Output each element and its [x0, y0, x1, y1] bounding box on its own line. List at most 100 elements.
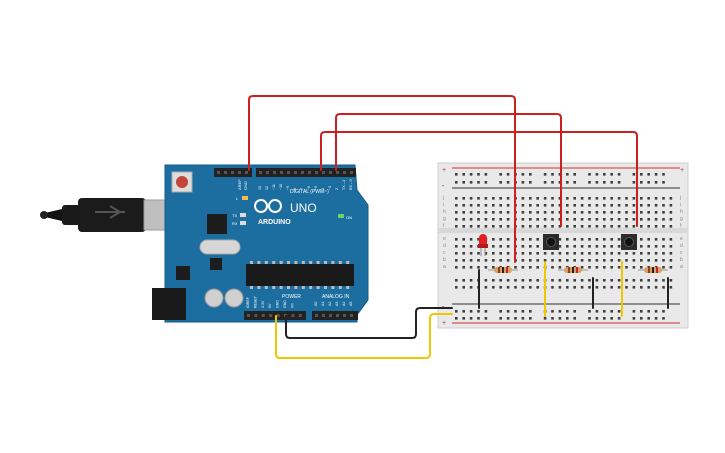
breadboard-hole[interactable]: [529, 310, 532, 313]
breadboard-hole[interactable]: [588, 286, 591, 289]
breadboard-hole[interactable]: [654, 259, 658, 262]
breadboard-hole[interactable]: [469, 211, 473, 214]
breadboard-hole[interactable]: [506, 173, 510, 176]
breadboard-hole[interactable]: [536, 266, 539, 269]
breadboard-hole[interactable]: [595, 286, 599, 289]
breadboard-hole[interactable]: [625, 286, 628, 289]
breadboard-hole[interactable]: [566, 218, 569, 221]
breadboard-hole[interactable]: [617, 286, 621, 289]
breadboard-hole[interactable]: [551, 279, 554, 282]
breadboard-hole[interactable]: [469, 310, 473, 313]
breadboard-hole[interactable]: [455, 197, 458, 200]
breadboard-hole[interactable]: [610, 238, 613, 241]
breadboard-hole[interactable]: [610, 317, 613, 320]
breadboard-hole[interactable]: [595, 252, 599, 255]
breadboard-hole[interactable]: [529, 279, 532, 282]
breadboard-hole[interactable]: [588, 173, 591, 176]
breadboard-hole[interactable]: [529, 218, 532, 221]
breadboard-hole[interactable]: [566, 259, 569, 262]
breadboard-hole[interactable]: [492, 286, 495, 289]
breadboard-hole[interactable]: [558, 238, 562, 241]
breadboard-hole[interactable]: [492, 279, 495, 282]
breadboard-hole[interactable]: [647, 197, 650, 200]
breadboard-hole[interactable]: [647, 245, 650, 248]
header-hole[interactable]: [308, 171, 311, 174]
breadboard-hole[interactable]: [566, 197, 569, 200]
breadboard-hole[interactable]: [558, 310, 562, 313]
breadboard-hole[interactable]: [462, 173, 465, 176]
breadboard-hole[interactable]: [617, 279, 621, 282]
reset-button-cap[interactable]: [176, 176, 188, 188]
header-hole[interactable]: [269, 314, 273, 317]
breadboard-hole[interactable]: [632, 286, 636, 289]
breadboard-hole[interactable]: [566, 286, 569, 289]
breadboard-hole[interactable]: [484, 197, 488, 200]
breadboard-hole[interactable]: [455, 211, 458, 214]
breadboard-hole[interactable]: [617, 317, 621, 320]
breadboard-hole[interactable]: [499, 279, 502, 282]
breadboard-hole[interactable]: [551, 225, 554, 228]
breadboard-hole[interactable]: [514, 279, 517, 282]
breadboard-hole[interactable]: [558, 279, 562, 282]
breadboard-hole[interactable]: [625, 225, 628, 228]
breadboard-hole[interactable]: [455, 238, 458, 241]
breadboard-hole[interactable]: [521, 252, 525, 255]
breadboard-hole[interactable]: [566, 279, 569, 282]
breadboard-hole[interactable]: [543, 181, 547, 184]
breadboard-hole[interactable]: [499, 238, 502, 241]
breadboard-hole[interactable]: [669, 259, 673, 262]
breadboard-hole[interactable]: [595, 197, 599, 200]
breadboard-hole[interactable]: [455, 204, 458, 207]
breadboard-hole[interactable]: [514, 310, 517, 313]
breadboard-hole[interactable]: [632, 181, 636, 184]
breadboard-hole[interactable]: [610, 225, 613, 228]
breadboard-hole[interactable]: [469, 252, 473, 255]
breadboard-hole[interactable]: [462, 181, 465, 184]
breadboard-hole[interactable]: [543, 225, 547, 228]
breadboard-hole[interactable]: [484, 211, 488, 214]
breadboard-hole[interactable]: [506, 245, 510, 248]
breadboard-hole[interactable]: [551, 197, 554, 200]
breadboard-hole[interactable]: [662, 259, 665, 262]
breadboard-hole[interactable]: [647, 181, 650, 184]
breadboard-hole[interactable]: [588, 310, 591, 313]
breadboard-hole[interactable]: [654, 197, 658, 200]
breadboard-hole[interactable]: [455, 286, 458, 289]
breadboard-hole[interactable]: [669, 252, 673, 255]
breadboard-hole[interactable]: [499, 310, 502, 313]
breadboard-hole[interactable]: [506, 252, 510, 255]
breadboard-hole[interactable]: [669, 279, 673, 282]
breadboard-hole[interactable]: [566, 317, 569, 320]
dc-power-jack[interactable]: [152, 288, 186, 320]
breadboard-hole[interactable]: [647, 252, 650, 255]
breadboard-hole[interactable]: [662, 279, 665, 282]
breadboard-hole[interactable]: [529, 317, 532, 320]
breadboard-hole[interactable]: [566, 225, 569, 228]
breadboard-hole[interactable]: [455, 252, 458, 255]
breadboard-hole[interactable]: [529, 181, 532, 184]
breadboard-hole[interactable]: [603, 245, 606, 248]
breadboard-hole[interactable]: [573, 286, 576, 289]
breadboard-hole[interactable]: [603, 252, 606, 255]
breadboard-hole[interactable]: [603, 204, 606, 207]
breadboard-hole[interactable]: [506, 310, 510, 313]
arduino-uno-board[interactable]: ARDUINO UNO DIGITAL (PWM~) POWER ANALOG …: [152, 164, 369, 323]
breadboard-hole[interactable]: [462, 317, 465, 320]
breadboard-hole[interactable]: [617, 225, 621, 228]
breadboard-hole[interactable]: [506, 238, 510, 241]
breadboard-hole[interactable]: [610, 218, 613, 221]
breadboard-hole[interactable]: [536, 204, 539, 207]
header-hole[interactable]: [315, 171, 318, 174]
breadboard-hole[interactable]: [492, 238, 495, 241]
breadboard-hole[interactable]: [484, 310, 488, 313]
wire-black-gnd[interactable]: [285, 307, 453, 339]
breadboard-hole[interactable]: [469, 173, 473, 176]
breadboard-hole[interactable]: [492, 218, 495, 221]
breadboard-hole[interactable]: [506, 181, 510, 184]
header-hole[interactable]: [329, 171, 332, 174]
breadboard-hole[interactable]: [536, 225, 539, 228]
breadboard-hole[interactable]: [521, 173, 525, 176]
breadboard-hole[interactable]: [521, 197, 525, 200]
breadboard-hole[interactable]: [536, 245, 539, 248]
